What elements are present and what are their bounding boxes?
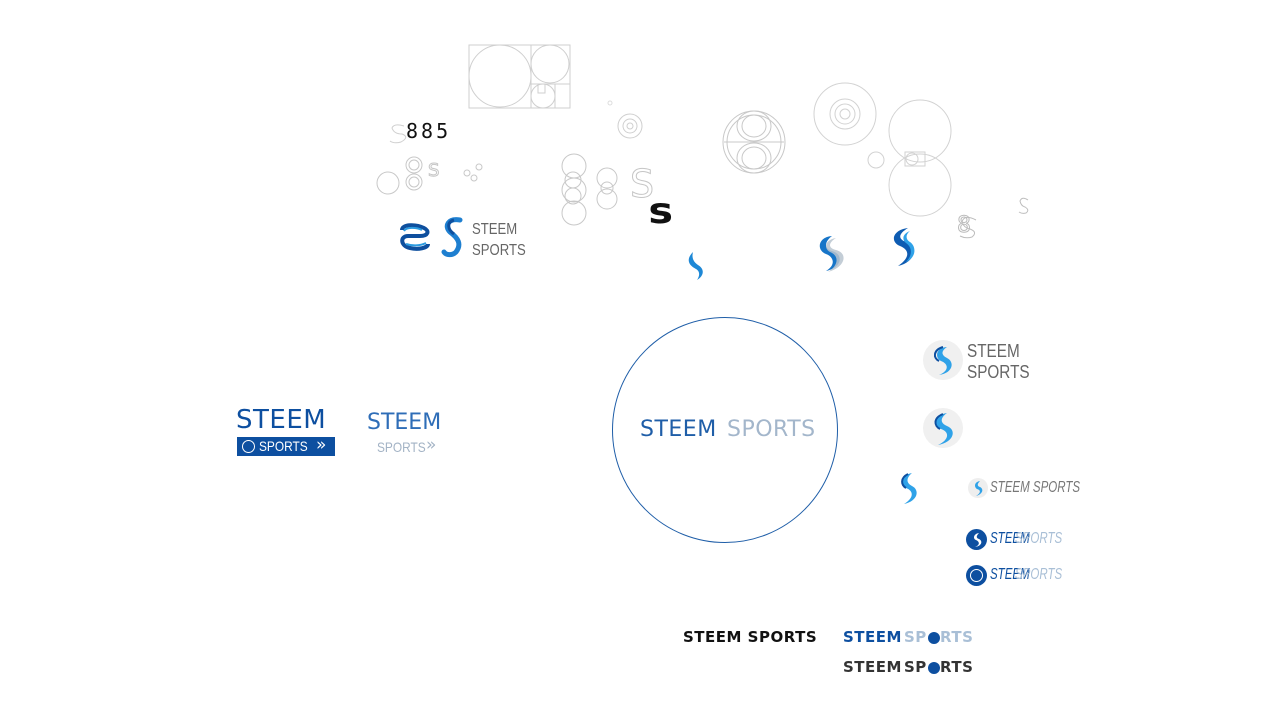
s-logo-icon: [441, 217, 463, 258]
inline-logo-3-icon: [966, 565, 987, 586]
wordmark-dark-word1: STEEM: [843, 658, 902, 676]
wordmark-black: STEEM SPORTS: [683, 628, 818, 646]
badge-left-light-line2: SPORTS: [377, 439, 426, 455]
sketch-dot: [607, 100, 613, 106]
right-logo-1-line2: SPORTS: [967, 362, 1030, 382]
logo-top-left-line2: SPORTS: [472, 242, 526, 259]
s-mark-icon-gray-blue: [819, 236, 844, 272]
golden-ratio-grid: [468, 44, 571, 109]
badge-left-light-line1: STEEM: [367, 410, 442, 435]
inline-logo-1-icon: [968, 478, 988, 498]
eight-construction: [722, 110, 786, 174]
small-eight-sketches: [376, 156, 483, 195]
wordmark-blue: STEEM SP RTS: [843, 630, 978, 648]
right-logo-1-badge: [923, 340, 963, 380]
logo-top-left-line1: STEEM: [472, 221, 518, 238]
steem-logo-icon: [242, 440, 255, 453]
concentric-circles-small: [617, 113, 643, 139]
steem-logo-icon: [928, 662, 940, 674]
sketch-8-small: 8: [957, 213, 972, 238]
blue-swoosh-icon: [688, 252, 703, 280]
right-logo-2-badge: [923, 408, 963, 448]
sketch-s-small-gray: S: [427, 160, 440, 181]
s-mark-icon-standalone: [901, 473, 917, 504]
inline-logo-2-word1: STEEM: [990, 530, 1030, 547]
s-mark-icon-small: [975, 481, 983, 496]
center-circle: [612, 317, 838, 543]
sketch-s-outline-large: S: [629, 162, 655, 206]
inline-logo-1-text: STEEM SPORTS: [990, 479, 1081, 496]
badge-left-line1: STEEM: [236, 405, 327, 435]
steem-logo-icon: [970, 569, 983, 582]
circle-chains: [561, 153, 618, 226]
wordmark-blue-word1: STEEM: [843, 628, 902, 646]
inline-logo-2-icon: [966, 529, 987, 550]
center-circle-word2: SPORTS: [727, 417, 816, 442]
right-logo-1-line1: STEEM: [967, 341, 1020, 361]
s-mark-icon-white: [974, 533, 982, 547]
s-mark-icon-large: [934, 413, 953, 445]
wordmark-dark-word2a: SP: [904, 658, 927, 676]
inline-logo-3-word1: STEEM: [990, 566, 1030, 583]
wordmark-dark-word2b: RTS: [940, 658, 974, 676]
outline-s-sketch: [389, 124, 407, 144]
s-mark-icon: [933, 346, 952, 375]
s-sketches-right: [959, 197, 1029, 239]
center-circle-word1: STEEM: [640, 417, 717, 442]
badge-left-light-chevrons: »: [426, 435, 437, 455]
inline-logo-3-word2: SPORTS: [1015, 566, 1063, 583]
wordmark-dark: STEEM SP RTS: [843, 660, 978, 678]
inline-logo-2-word2: SPORTS: [1015, 530, 1063, 547]
target-circles: [813, 82, 877, 146]
wordmark-blue-word2b: RTS: [940, 628, 974, 646]
s-mark-icon-blue: [893, 228, 915, 266]
badge-left-line2: SPORTS: [259, 438, 308, 454]
badge-left-bar: SPORTS »: [237, 437, 335, 456]
numbers-sketch: 885: [406, 119, 452, 143]
ss-infinity-icon: [400, 223, 430, 251]
steem-logo-icon: [928, 632, 940, 644]
badge-left-chevrons: »: [316, 435, 327, 455]
black-s-mark: s: [648, 191, 674, 232]
wordmark-blue-word2a: SP: [904, 628, 927, 646]
twin-circles: [867, 99, 952, 217]
